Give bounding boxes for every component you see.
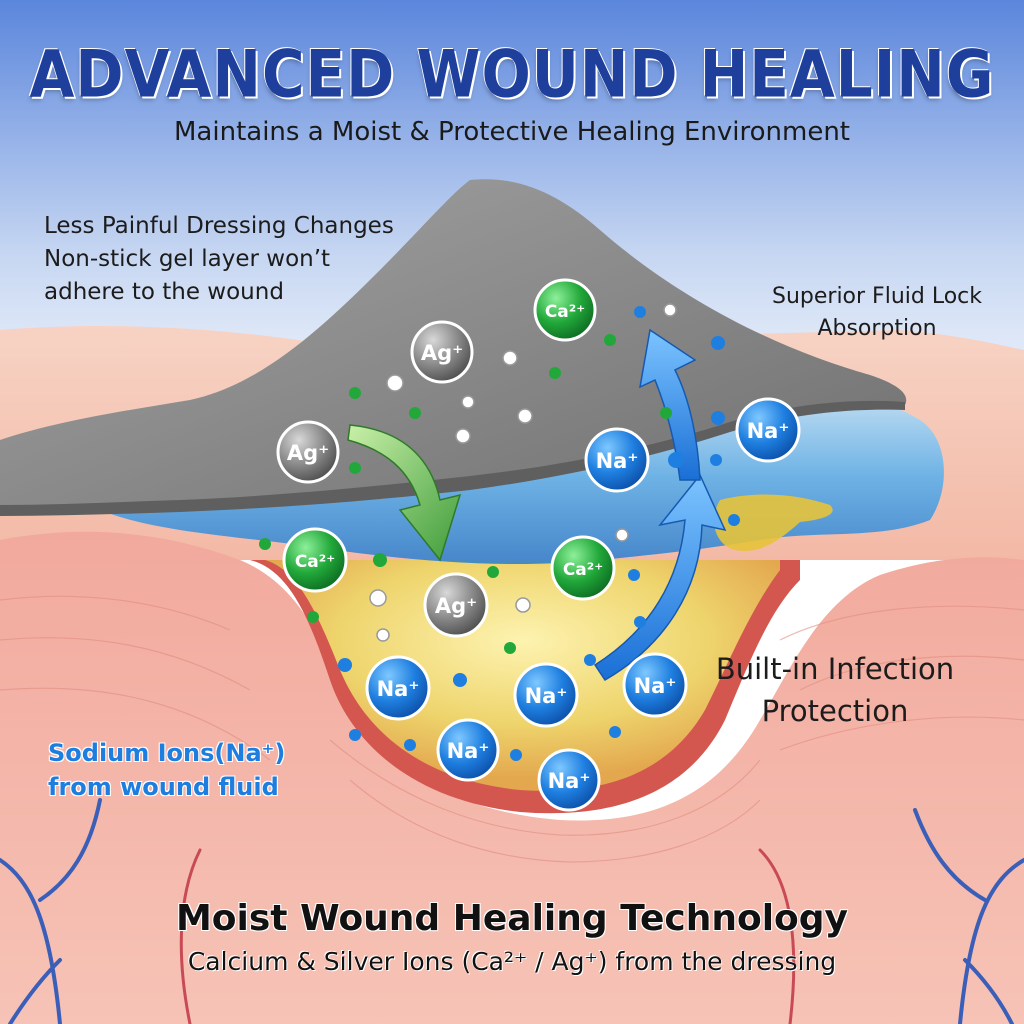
ion-sodium-1: Na⁺ (584, 427, 650, 493)
footer-subtitle: Calcium & Silver Ions (Ca²⁺ / Ag⁺) from … (187, 947, 837, 976)
ion-silver-3: Ag⁺ (423, 572, 489, 638)
ion-sodium-6-label: Na⁺ (447, 739, 490, 763)
ion-silver-2: Ag⁺ (276, 420, 340, 484)
ion-sodium-3-label: Na⁺ (377, 677, 420, 701)
callout-infection: Built-in Infection Protection (690, 648, 980, 732)
page-title: ADVANCED WOUND HEALING (29, 35, 995, 113)
page-subtitle: Maintains a Moist & Protective Healing E… (174, 117, 850, 147)
callout-fluid-line1: Superior Fluid Lock (771, 284, 982, 309)
blood-vessels (0, 798, 1024, 1024)
callout-infection-line2: Protection (761, 694, 909, 728)
absorption-arrow-lower (593, 473, 727, 682)
ion-sodium-4-label: Na⁺ (525, 684, 568, 708)
ion-sodium-5: Na⁺ (622, 652, 688, 718)
ion-sodium-6: Na⁺ (436, 718, 500, 782)
ion-sodium-1-label: Na⁺ (596, 449, 639, 473)
ion-silver-3-label: Ag⁺ (435, 594, 477, 618)
callout-dressing-line2: Non-stick gel layer won’t (44, 246, 331, 272)
callout-sodium-line2: from wound fluid (48, 773, 279, 801)
ion-silver-1: Ag⁺ (410, 320, 474, 384)
ion-sodium-7-label: Na⁺ (548, 769, 591, 793)
ion-sodium-4: Na⁺ (513, 662, 579, 728)
callout-dressing-line1: Less Painful Dressing Changes (44, 213, 394, 239)
ion-sodium-7: Na⁺ (537, 748, 601, 812)
ion-calcium-1-label: Ca²⁺ (545, 302, 585, 322)
callout-sodium-line1: Sodium Ions(Na⁺) (48, 739, 286, 767)
dressing-pad-edge (0, 400, 905, 516)
callout-infection-line1: Built-in Infection (715, 652, 955, 686)
ion-calcium-2-label: Ca²⁺ (295, 552, 335, 572)
callout-sodium: Sodium Ions(Na⁺) from wound fluid (48, 736, 285, 804)
ion-sodium-3: Na⁺ (365, 655, 431, 721)
callout-fluid-line2: Absorption (817, 316, 937, 341)
ion-silver-2-label: Ag⁺ (287, 441, 329, 465)
ion-calcium-2: Ca²⁺ (282, 527, 348, 593)
skin-cell-texture (0, 595, 1024, 863)
ion-calcium-3-label: Ca²⁺ (563, 560, 603, 580)
ion-calcium-1: Ca²⁺ (533, 278, 597, 342)
callout-dressing-line3: adhere to the wound (44, 279, 284, 305)
ion-sodium-2: Na⁺ (735, 397, 801, 463)
footer-title: Moist Wound Healing Technology (175, 898, 849, 939)
ion-sodium-2-label: Na⁺ (747, 419, 790, 443)
gel-fluid-pocket (714, 494, 833, 551)
ion-silver-1-label: Ag⁺ (421, 341, 463, 365)
ion-calcium-3: Ca²⁺ (550, 535, 616, 601)
dermis-layer (0, 531, 1024, 1024)
callout-dressing: Less Painful Dressing Changes Non-stick … (44, 210, 394, 309)
ion-sodium-5-label: Na⁺ (634, 674, 677, 698)
callout-fluid-lock: Superior Fluid Lock Absorption (762, 281, 992, 345)
ion-particles (259, 303, 740, 761)
ion-release-arrow (347, 424, 462, 562)
absorption-arrow-upper (639, 328, 701, 481)
